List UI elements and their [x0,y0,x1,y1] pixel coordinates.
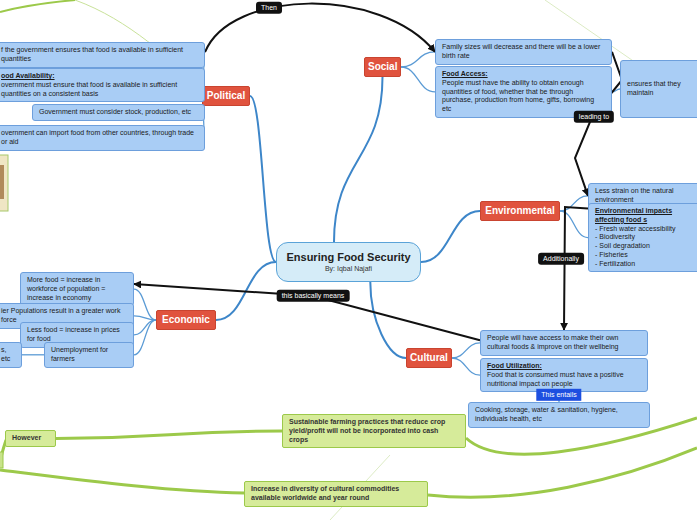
connector [205,4,435,53]
subtopic-box: Government must consider stock, producti… [32,104,205,121]
topic-text: Food Utilization: [487,362,639,371]
central-topic: Ensuring Food SecurityBy: Iqbal Najafi [276,242,421,282]
connector [401,67,435,92]
topic-text: More food = increase in workforce of pop… [27,276,125,302]
topic-text: Political [206,90,246,102]
topic-text: Less food = increase in prices for food [27,326,125,344]
green-branch [428,448,697,497]
subtopic-box: ood Availability:overnment must ensure t… [0,68,205,102]
main-topic: Cultural [406,348,452,368]
topic-detail: - Fisheries [595,251,695,260]
topic-text: ood Availability: [1,72,196,81]
topic-text: s, etc [1,346,13,364]
subtopic-box: Food Utilization:Food that is consumed m… [480,358,648,392]
topic-text: Family sizes will decrease and there wil… [442,43,603,61]
connector [250,96,276,262]
main-topic: Environmental [480,201,560,221]
topic-text: ensures that they maintain [627,80,697,98]
topic-text: Social [368,61,397,73]
topic-detail: By: Iqbal Najafi [281,265,416,274]
relation-topic: However [5,430,56,447]
subtopic-box: Cooking, storage, water & sanitation, hy… [468,402,650,428]
topic-text: Government must consider stock, producti… [39,108,196,117]
topic-detail: - Soil degradation [595,242,695,251]
subtopic-box: f the government ensures that food is av… [0,42,205,68]
connector [134,284,480,340]
green-branch [0,0,75,12]
connector [56,431,282,438]
topic-detail: - Fresh water accessibility [595,225,695,234]
main-topic: Social [364,57,401,77]
topic-text: Sustainable farming practices that reduc… [289,418,459,444]
connector [421,211,480,262]
subtopic-box: Unemployment for farmers [44,342,134,368]
topic-text: However [12,434,49,443]
topic-text: Increase in diversity of cultural commod… [251,485,421,503]
main-topic: Political [202,86,250,106]
floating-topic: Increase in diversity of cultural commod… [244,481,428,507]
connector-label: Then [256,2,282,14]
topic-detail: overnment must ensure that food is avail… [1,81,196,99]
connector [452,358,480,375]
topic-detail: - Biodiversity [595,233,695,242]
topic-text: Food Access: [442,70,603,79]
image-thumbnail [0,155,8,211]
topic-text: Less strain on the natural environment [595,187,695,205]
topic-detail: People must have the ability to obtain e… [442,79,603,114]
green-node-sliver [0,452,3,468]
image-thumbnail-picture [0,165,4,199]
connector [134,320,156,355]
subtopic-box: s, etc [0,342,22,368]
subtopic-box: Environmental impacts affecting food s- … [588,203,697,272]
subtopic-box: Family sizes will decrease and there wil… [435,39,612,65]
green-branch [0,470,244,493]
main-topic: Economic [156,310,216,330]
connector-label: Additionally [538,253,584,265]
connector-label: leading to [574,111,614,123]
topic-text: f the government ensures that food is av… [1,46,196,64]
subtopic-box: ensures that they maintain [620,60,697,118]
connector [22,354,44,355]
connector [401,52,435,67]
topic-detail: - Fertilization [595,260,695,269]
topic-text: Economic [160,314,212,326]
topic-text: Cooking, storage, water & sanitation, hy… [475,406,641,424]
topic-text: People will have access to make their ow… [487,334,639,352]
connector [564,207,588,330]
connector [452,343,480,358]
connector [134,289,156,320]
topic-text: Unemployment for farmers [51,346,125,364]
topic-text: Ensuring Food Security [281,250,416,264]
connector [134,320,156,335]
topic-detail: Food that is consumed must have a positi… [487,371,639,389]
topic-text: Environmental impacts affecting food s [595,207,695,225]
subtopic-box: More food = increase in workforce of pop… [20,272,134,306]
topic-text: Environmental [484,205,556,217]
connector [134,316,156,320]
connector-label: this basically means [277,290,350,302]
connector-label: This entails [536,389,581,401]
connector [334,77,383,242]
topic-text: Cultural [410,352,448,364]
topic-text: overnment can import food from other cou… [1,129,196,147]
subtopic-box: People will have access to make their ow… [480,330,648,356]
floating-topic: Sustainable farming practices that reduc… [282,414,466,448]
subtopic-box: overnment can import food from other cou… [0,125,205,151]
